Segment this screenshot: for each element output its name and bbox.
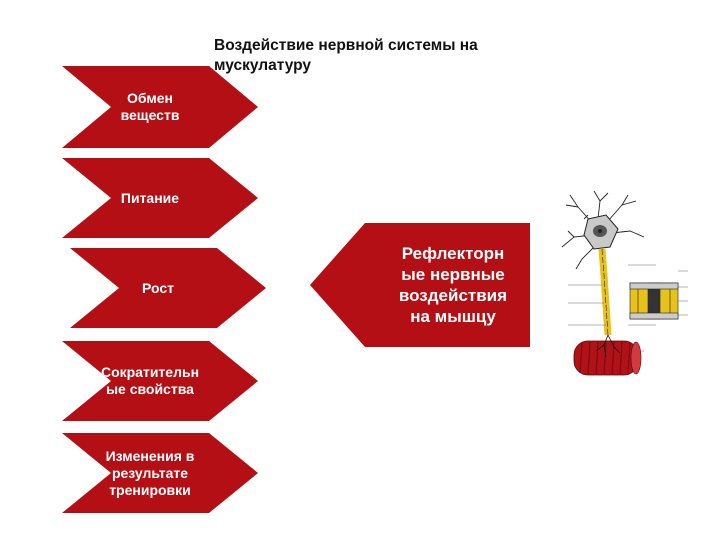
chevron-label: Рефлекторн ые нервные воздействия на мыш…	[398, 244, 508, 326]
chevron-label: Сократительн ые свойства	[100, 364, 200, 397]
chevron-label: Обмен веществ	[120, 90, 180, 123]
chevron-label: Питание	[120, 189, 180, 206]
motor-endplate	[595, 334, 621, 358]
neuron-muscle-illustration	[561, 190, 688, 376]
chevron-reflex-influences: Рефлекторн ые нервные воздействия на мыш…	[310, 223, 530, 347]
dendrites	[561, 190, 645, 270]
slide-title: Воздействие нервной системы на мускулату…	[214, 37, 478, 74]
chevron-metabolism: Обмен веществ	[62, 66, 258, 148]
chevron-nutrition: Питание	[62, 158, 258, 238]
chevron-contractile-properties: Сократительн ые свойства	[62, 341, 258, 421]
myofibril	[629, 282, 679, 320]
chevron-training-changes: Изменения в результате тренировки	[62, 433, 258, 513]
chevron-growth: Рост	[70, 248, 266, 328]
chevron-label: Изменения в результате тренировки	[105, 447, 195, 498]
muscle-fiber	[573, 340, 642, 376]
chevron-label: Рост	[142, 279, 174, 296]
